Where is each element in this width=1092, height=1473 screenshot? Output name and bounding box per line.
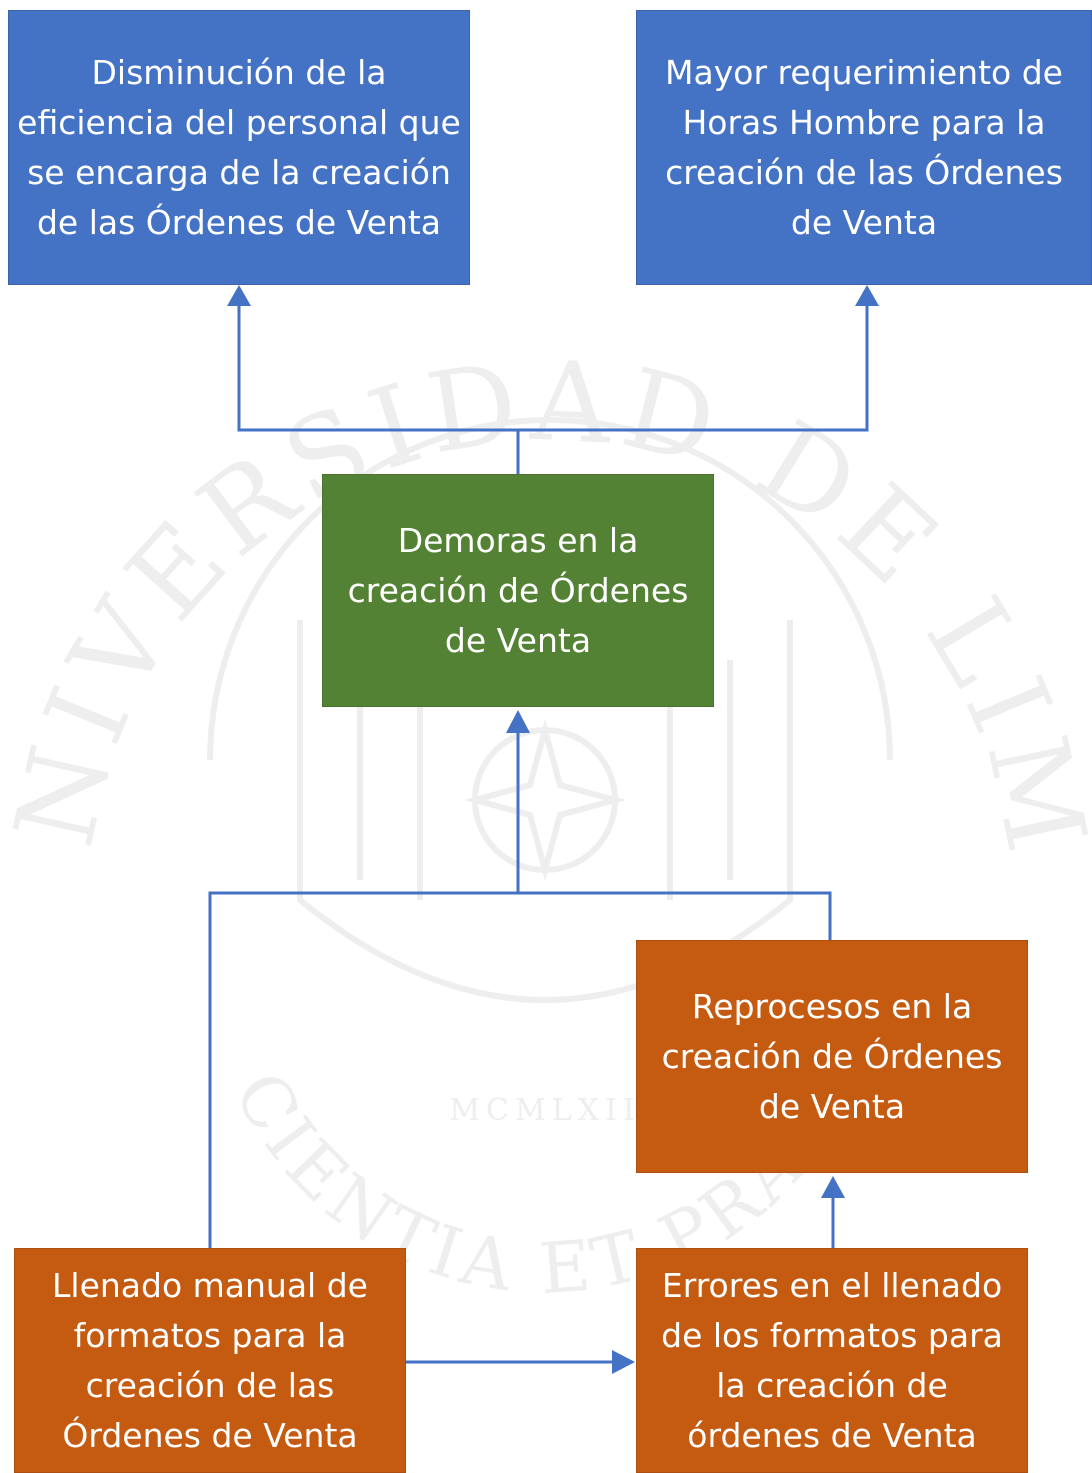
arrowhead-reprocess	[821, 1176, 845, 1198]
effect-box-man-hours-text: Mayor requerimiento de Horas Hombre para…	[665, 52, 1063, 242]
effect-box-efficiency-text: Disminución de la eficiencia del persona…	[17, 52, 461, 242]
cause-box-filling-errors: Errores en el llenado de los formatos pa…	[636, 1248, 1028, 1473]
arrowhead-problem	[506, 710, 530, 733]
problem-box-delays-text: Demoras en la creación de Órdenes de Ven…	[347, 520, 689, 660]
cause-box-filling-errors-text: Errores en el llenado de los formatos pa…	[661, 1265, 1003, 1455]
cause-box-manual-filling: Llenado manual de formatos para la creac…	[14, 1248, 406, 1473]
svg-text:MCMLXII: MCMLXII	[449, 1093, 640, 1128]
connector-problem-to-effects	[237, 300, 869, 474]
problem-box-delays: Demoras en la creación de Órdenes de Ven…	[322, 474, 714, 707]
cause-box-reprocess: Reprocesos en la creación de Órdenes de …	[636, 940, 1028, 1173]
effect-box-man-hours: Mayor requerimiento de Horas Hombre para…	[636, 10, 1092, 285]
cause-box-manual-filling-text: Llenado manual de formatos para la creac…	[52, 1265, 368, 1455]
effect-box-efficiency: Disminución de la eficiencia del persona…	[8, 10, 470, 285]
cause-box-reprocess-text: Reprocesos en la creación de Órdenes de …	[661, 986, 1003, 1126]
arrowhead-errors	[612, 1350, 635, 1374]
arrowhead-effect-right	[855, 285, 879, 306]
arrowhead-effect-left	[227, 285, 251, 306]
connector-causes-to-problem	[208, 730, 832, 1248]
